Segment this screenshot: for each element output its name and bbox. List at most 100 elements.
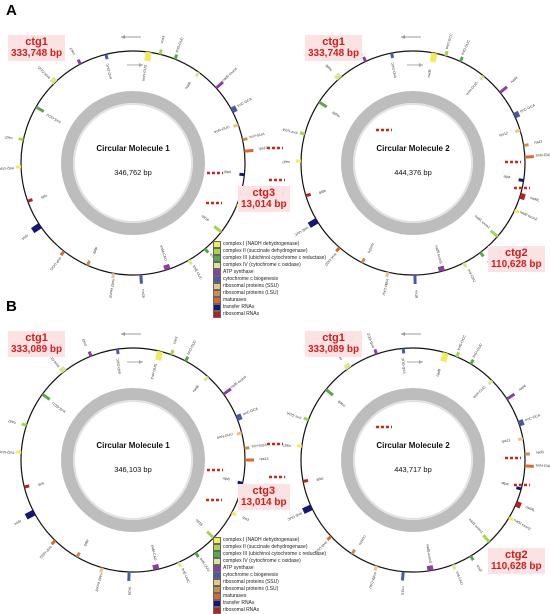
legend-item: ribosomal proteins (SSU) xyxy=(213,283,343,290)
ctg-name: ctg3 xyxy=(241,187,287,199)
arrowhead-icon xyxy=(139,63,143,67)
gene-label: trnY-GUA xyxy=(282,127,298,135)
legend-label: ribosomal RNAs xyxy=(223,311,259,318)
gene-block xyxy=(106,54,107,59)
gene-label: trnD-GUC xyxy=(461,39,472,56)
gene-label: nad4L xyxy=(525,505,536,513)
gene-block xyxy=(464,263,466,267)
gene-label: rps4 xyxy=(21,233,29,240)
legend-swatch xyxy=(213,579,221,586)
gene-label: nad2 exon2 xyxy=(519,210,538,222)
ctg-name: ctg2 xyxy=(491,549,542,561)
legend-label: complex III (ubichinol cytochrome c redu… xyxy=(223,551,326,558)
gene-block xyxy=(214,226,221,232)
gene-block xyxy=(205,249,208,253)
gene-block xyxy=(483,535,489,542)
gene-label: atp8 xyxy=(316,476,324,481)
gene-block xyxy=(239,174,244,175)
gene-label: rpl16 xyxy=(195,518,204,526)
ctg-size: 13,014 bp xyxy=(241,199,287,211)
legend-swatch xyxy=(213,537,221,544)
arrowhead-icon xyxy=(419,360,423,364)
gene-block xyxy=(515,210,520,212)
inner-ring xyxy=(354,401,472,519)
legend-label: transfer RNAs xyxy=(223,304,254,311)
gene-label: trnY-GUA xyxy=(286,411,302,420)
legend-swatch xyxy=(213,565,221,572)
legend-b: complex I (NADH dehydrogenase)complex II… xyxy=(213,537,343,614)
legend-item: cytochrome c biogenesis xyxy=(213,572,343,579)
gene-block xyxy=(319,102,327,107)
gene-label: trnD-GUC xyxy=(105,62,113,79)
gene-block xyxy=(179,562,181,567)
gene-label: trnD-GUC xyxy=(175,36,185,53)
legend-swatch xyxy=(213,311,221,318)
gene-block xyxy=(244,448,249,449)
gene-label: trnD-GUC xyxy=(390,61,397,78)
arrowhead-icon xyxy=(401,332,405,336)
gene-label: rps12 xyxy=(499,131,509,137)
ctg3-label-b: ctg3 13,014 bp xyxy=(238,484,290,510)
gene-block xyxy=(306,194,311,195)
gene-label: trnH-GUG xyxy=(150,363,158,380)
gene-label: rrn26 xyxy=(127,587,131,596)
gene-block xyxy=(61,368,64,372)
legend-item: complex I (NADH dehydrogenase) xyxy=(213,537,343,544)
ctg-size: 333,748 bp xyxy=(11,48,62,60)
molecule-title: Circular Molecule 1 xyxy=(96,441,170,450)
legend-swatch xyxy=(213,304,221,311)
legend-swatch xyxy=(213,586,221,593)
gene-block xyxy=(237,416,242,418)
legend-swatch xyxy=(213,600,221,607)
gene-block xyxy=(516,504,521,506)
legend-label: complex III (ubichinol cytochrome c redu… xyxy=(223,255,326,262)
gene-label: ccmFn xyxy=(357,535,366,546)
gene-block xyxy=(346,364,349,368)
inner-ring xyxy=(74,104,192,222)
legend-label: cytochrome c biogenesis xyxy=(223,276,278,283)
legend-item: ribosomal proteins (LSU) xyxy=(213,586,343,593)
gene-block xyxy=(22,424,27,426)
gene-block xyxy=(336,75,339,79)
gene-label: trnN-GUU xyxy=(536,463,550,468)
gene-block xyxy=(243,139,248,140)
gene-label: rpl16 xyxy=(201,214,210,222)
inner-ring xyxy=(74,401,192,519)
legend-item: complex IV (cytochrome c oxidase) xyxy=(213,262,343,269)
gene-label: rrn18 xyxy=(414,290,418,298)
gene-block xyxy=(326,390,333,396)
gene-label: trnH-GUG xyxy=(37,65,51,80)
gene-block xyxy=(232,513,236,515)
legend-item: complex II (succinate dehydrogenase) xyxy=(213,544,343,551)
ctg-size: 110,628 bp xyxy=(491,561,542,573)
gene-label: trnH-GUG xyxy=(465,81,478,96)
gene-block xyxy=(78,60,80,64)
gene-block xyxy=(362,258,364,262)
inner-ring xyxy=(354,104,472,222)
ctg-name: ctg1 xyxy=(308,332,359,344)
gene-label: matR xyxy=(337,399,347,408)
legend-label: ribosomal proteins (SSU) xyxy=(223,283,279,290)
gene-block xyxy=(237,433,242,434)
legend-item: transfer RNAs xyxy=(213,304,343,311)
gene-label: nad5 exon3 xyxy=(425,544,432,563)
legend-item: ribosomal proteins (SSU) xyxy=(213,579,343,586)
gene-label: rpl5 xyxy=(41,194,48,200)
gene-label: trnC-GCA xyxy=(520,103,537,114)
gene-label: trnD-GUC xyxy=(401,357,406,374)
gene-block xyxy=(453,565,455,570)
gene-label: trnH-GUG xyxy=(142,64,148,81)
gene-label: cox3 xyxy=(160,35,166,43)
gene-label: nad5 exon3 xyxy=(434,245,443,264)
genome-circle xyxy=(21,348,245,572)
gene-label: nad9 xyxy=(325,63,333,72)
gene-label: trnS-GCU xyxy=(46,112,62,124)
gene-label: trnG-GCC xyxy=(457,334,467,351)
gene-label: rrn26 xyxy=(141,289,146,298)
gene-label: rps4 xyxy=(14,519,22,526)
legend-label: ATP synthase xyxy=(223,565,254,572)
gene-block xyxy=(113,273,114,278)
gene-block xyxy=(392,53,393,58)
genome-circle xyxy=(21,51,245,275)
legend-swatch xyxy=(213,544,221,551)
